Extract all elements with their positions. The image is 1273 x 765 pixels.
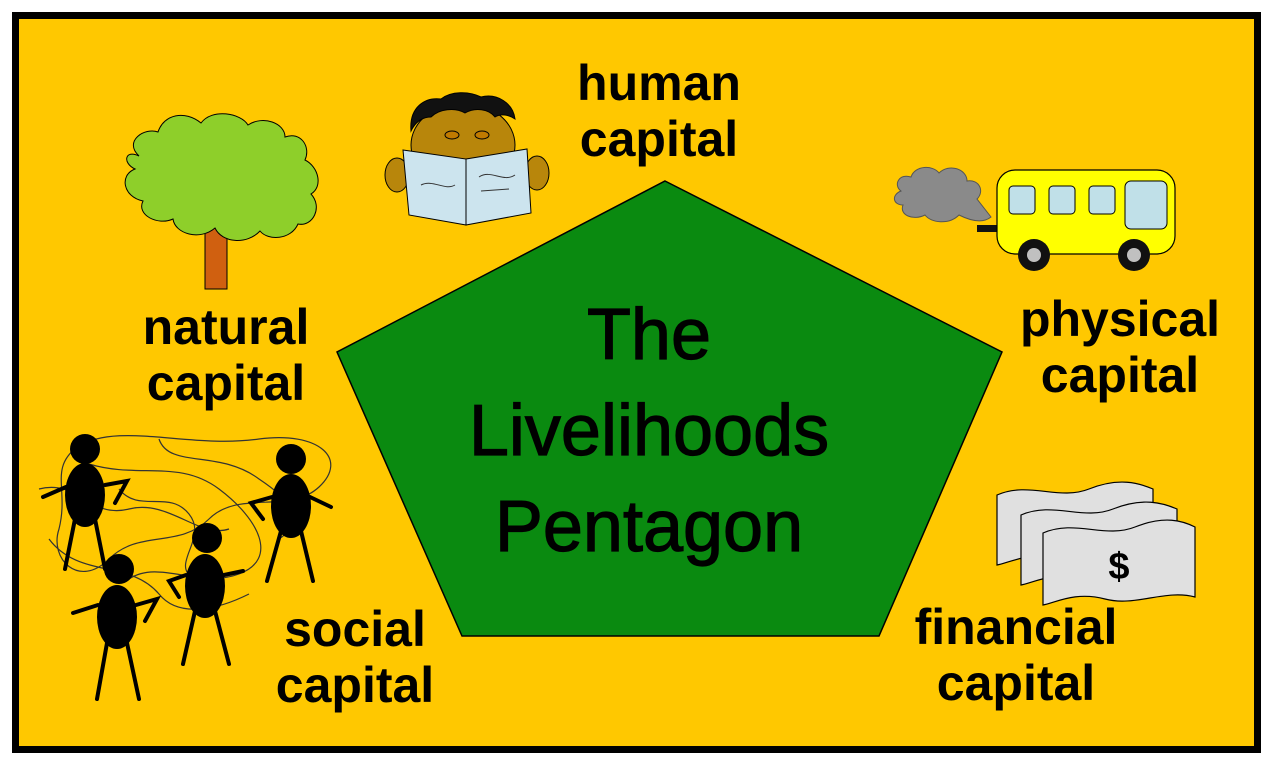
dollar-sign: $	[1108, 546, 1129, 588]
label-social-capital: social capital	[245, 601, 465, 713]
pentagon-title-line2: Livelihoods	[468, 390, 830, 471]
label-financial-line1: financial	[914, 599, 1118, 655]
label-human-capital: human capital	[549, 55, 769, 167]
pentagon-shape	[336, 180, 1003, 637]
label-human-line1: human	[577, 55, 741, 111]
label-social-line1: social	[284, 601, 426, 657]
label-physical-capital: physical capital	[995, 291, 1245, 403]
livelihoods-pentagon-slide: $ human capital natural capital physical…	[12, 12, 1261, 753]
pentagon-title-line1: The	[586, 294, 712, 375]
label-social-line2: capital	[275, 657, 435, 713]
label-human-line2: capital	[579, 111, 739, 167]
banknotes-icon: $	[996, 481, 1196, 606]
bus-icon	[894, 167, 1176, 271]
pentagon-title: The Livelihoods Pentagon	[419, 287, 879, 575]
label-financial-line2: capital	[936, 655, 1096, 711]
label-physical-line1: physical	[1019, 291, 1221, 347]
label-natural-line2: capital	[146, 355, 306, 411]
label-physical-line2: capital	[1040, 347, 1200, 403]
label-financial-capital: financial capital	[891, 599, 1141, 711]
diagram-canvas: $	[38, 92, 1196, 701]
tree-icon	[124, 113, 319, 290]
label-natural-line1: natural	[142, 299, 310, 355]
label-natural-capital: natural capital	[111, 299, 341, 411]
person-reading-newspaper-icon	[384, 92, 550, 226]
pentagon-title-line3: Pentagon	[494, 486, 804, 567]
people-network-icon	[38, 434, 333, 701]
